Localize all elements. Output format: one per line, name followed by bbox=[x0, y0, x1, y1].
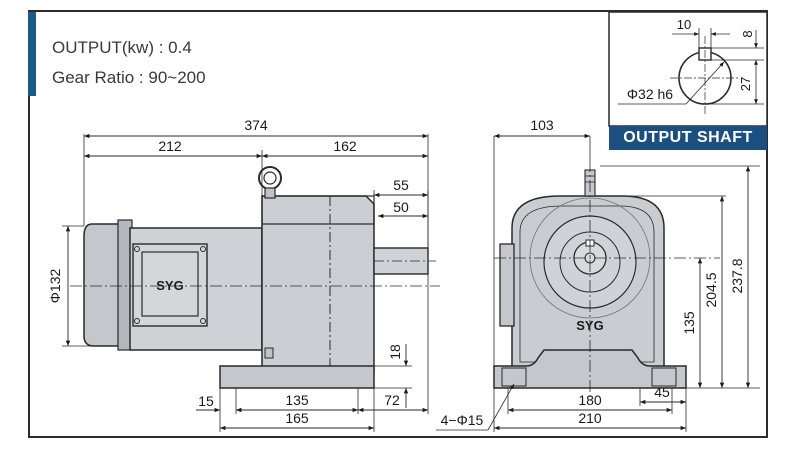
sheet-border bbox=[28, 10, 768, 438]
dim-mounting-holes: 4−Φ15 bbox=[441, 412, 484, 428]
screw-icon bbox=[200, 246, 206, 252]
accent-bar bbox=[28, 12, 36, 96]
output-shaft-detail: 10 8 27 Φ32 h6 bbox=[608, 11, 768, 127]
side-brand-logo: SYG bbox=[156, 278, 183, 293]
output-power-label: OUTPUT(kw) : 0.4 bbox=[52, 38, 192, 57]
dim-motor-length: 212 bbox=[158, 138, 182, 154]
dim-front-top-offset: 103 bbox=[530, 117, 554, 133]
dim-gear-length: 162 bbox=[333, 138, 357, 154]
screw-icon bbox=[134, 318, 140, 324]
dim-foot-bolt-span: 135 bbox=[285, 392, 309, 408]
screw-icon bbox=[200, 318, 206, 324]
nameplate bbox=[141, 251, 199, 317]
dim-shaft-diameter: Φ32 h6 bbox=[627, 86, 673, 102]
dim-key-depth: 8 bbox=[740, 30, 755, 37]
dim-foot-offset: 15 bbox=[198, 393, 214, 409]
drain-plug bbox=[264, 347, 274, 359]
dim-foot-height: 18 bbox=[387, 344, 403, 360]
dim-shaft-height-27: 27 bbox=[738, 77, 753, 91]
dim-overall-height: 237.8 bbox=[729, 258, 745, 293]
output-shaft-title: OUTPUT SHAFT bbox=[609, 126, 767, 150]
front-side-cover bbox=[499, 243, 515, 327]
dim-shaft-height: 135 bbox=[681, 311, 697, 335]
dim-foot-total: 165 bbox=[285, 410, 309, 426]
dim-bolt-span: 180 bbox=[578, 392, 602, 408]
dim-shaft-55: 55 bbox=[393, 177, 409, 193]
foot-slot bbox=[501, 367, 527, 387]
foot-slot bbox=[651, 367, 677, 387]
gear-ratio-label: Gear Ratio : 90~200 bbox=[52, 68, 206, 87]
dim-key-width: 10 bbox=[677, 17, 691, 32]
terminal-box bbox=[132, 243, 208, 327]
dim-shaft-50: 50 bbox=[393, 199, 409, 215]
dim-motor-diameter: Φ132 bbox=[47, 269, 63, 304]
front-view: SYG 103 135 204.5 237.8 bbox=[436, 117, 760, 432]
side-view: SYG 374 bbox=[47, 117, 440, 432]
dim-base-width: 210 bbox=[578, 410, 602, 426]
gearbox-foot bbox=[219, 365, 375, 389]
dim-foot-width: 45 bbox=[654, 384, 670, 400]
screw-icon bbox=[134, 246, 140, 252]
dim-overall-length: 374 bbox=[244, 117, 268, 133]
dim-foot-overhang: 72 bbox=[384, 392, 400, 408]
gearbox-housing bbox=[261, 195, 375, 373]
dim-housing-height: 204.5 bbox=[703, 272, 719, 307]
